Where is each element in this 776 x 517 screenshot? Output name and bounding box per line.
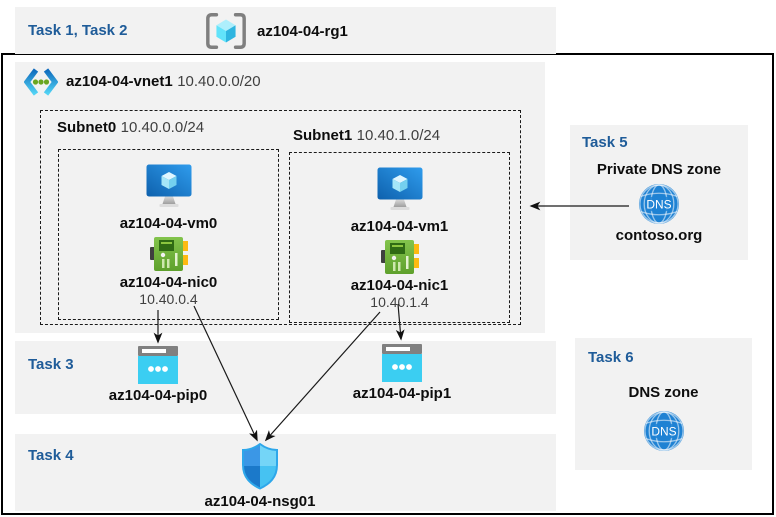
- svg-text:DNS: DNS: [651, 424, 676, 438]
- task1-2-label: Task 1, Task 2: [28, 22, 128, 39]
- vm-name: az104-04-vm1: [350, 218, 449, 235]
- network-security-group: az104-04-nsg01: [200, 443, 320, 510]
- vnet-header: az104-04-vnet1 10.40.0.0/20: [24, 64, 261, 100]
- vnet-name: az104-04-vnet1: [66, 73, 173, 90]
- task6-panel: Task 6 DNS zone DNS: [575, 338, 752, 470]
- task5-panel: Task 5 Private DNS zone DNS contoso.org: [570, 125, 748, 260]
- task4-panel: Task 4 az104-04-nsg01: [15, 434, 556, 511]
- vm-name: az104-04-vm0: [119, 215, 218, 232]
- public-ip-1: az104-04-pip1: [342, 344, 462, 402]
- pip-name: az104-04-pip0: [108, 387, 208, 404]
- task4-label: Task 4: [28, 447, 74, 464]
- task6-label: Task 6: [588, 349, 634, 366]
- nsg-name: az104-04-nsg01: [204, 493, 316, 510]
- svg-text:DNS: DNS: [646, 197, 671, 211]
- subnets-container-box: Subnet0 10.40.0.0/24 Subnet1 10.40.1.0/2…: [40, 110, 521, 325]
- dns-zone-title: DNS zone: [628, 384, 699, 401]
- virtual-machine-icon: [146, 164, 191, 207]
- subnet0-title: Subnet0 10.40.0.0/24: [57, 119, 204, 137]
- virtual-machine-icon: [377, 167, 422, 210]
- task1-2-panel: Task 1, Task 2 az104-04-rg1: [15, 7, 556, 54]
- virtual-network-icon: [24, 68, 58, 96]
- nic-ip: 10.40.1.4: [370, 294, 429, 310]
- public-ip-0: az104-04-pip0: [98, 346, 218, 404]
- private-dns-zone-title: Private DNS zone: [596, 161, 722, 178]
- network-interface-icon: [380, 240, 419, 274]
- nic-name: az104-04-nic1: [350, 277, 449, 294]
- resource-group-name: az104-04-rg1: [257, 22, 348, 40]
- subnet1-name: Subnet1: [293, 127, 353, 144]
- task3-panel: Task 3 az104-04-pip0 az104-04-pip1: [15, 341, 556, 414]
- public-ip-icon: [138, 346, 178, 384]
- private-dns-zone-name: contoso.org: [615, 227, 703, 244]
- resource-group: az104-04-rg1: [204, 11, 348, 51]
- subnet1-cidr: 10.40.1.0/24: [356, 127, 441, 144]
- dns-globe-icon: DNS: [638, 183, 680, 225]
- pip-name: az104-04-pip1: [352, 385, 452, 402]
- subnet1-title: Subnet1 10.40.1.0/24: [293, 127, 440, 145]
- vnet-cidr: 10.40.0.0/20: [177, 73, 261, 90]
- vnet-panel: az104-04-vnet1 10.40.0.0/20 Subnet0 10.4…: [15, 62, 545, 333]
- network-security-group-shield-icon: [242, 443, 278, 490]
- public-ip-icon: [382, 344, 422, 382]
- network-interface-icon: [149, 237, 188, 271]
- subnet1-box: az104-04-vm1 az104-04-nic1 10.40.1.4: [289, 152, 510, 323]
- nic-name: az104-04-nic0: [119, 274, 218, 291]
- task5-label: Task 5: [582, 134, 628, 151]
- resource-group-icon: [206, 13, 246, 49]
- nic-ip: 10.40.0.4: [139, 291, 198, 307]
- subnet0-name: Subnet0: [57, 119, 117, 136]
- subnet0-box: az104-04-vm0 az104-04-nic0 10.40.0.4: [58, 149, 279, 320]
- dns-globe-icon: DNS: [643, 410, 684, 452]
- task3-label: Task 3: [28, 356, 74, 373]
- subnet0-cidr: 10.40.0.0/24: [120, 119, 205, 136]
